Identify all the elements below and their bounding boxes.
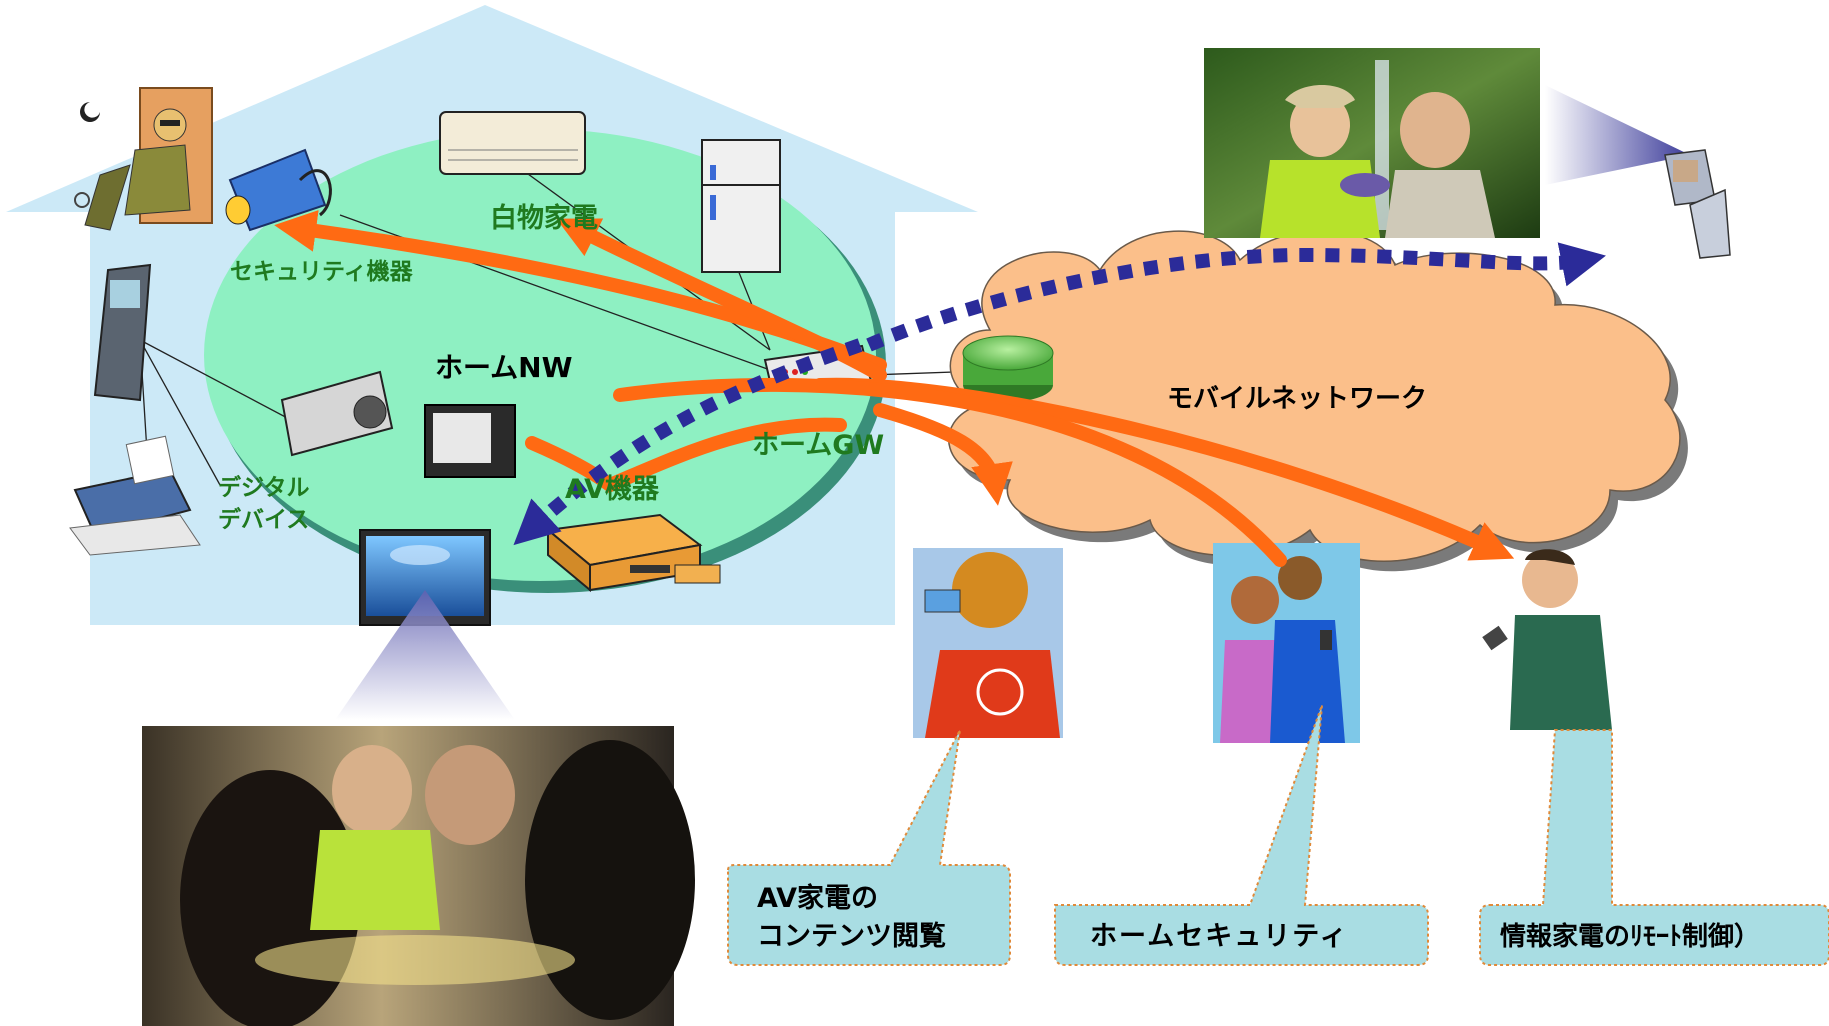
remote-control-callout: 情報家電のﾘﾓｰﾄ制御） — [1500, 922, 1761, 952]
refrigerator-icon — [701, 139, 781, 273]
callout-home-security — [1054, 704, 1429, 966]
crt-tv-icon — [424, 404, 516, 478]
person-headphones-illustration — [913, 548, 1063, 738]
mobile-phone-icon — [93, 263, 152, 402]
burglar-illustration — [74, 87, 213, 231]
man-phone-illustration — [1482, 549, 1612, 730]
home-security-callout: ホームセキュリティ — [1090, 921, 1349, 952]
digital-devices-label-2: デバイス — [218, 507, 310, 533]
security-devices-label: セキュリティ機器 — [230, 259, 413, 285]
av-content-callout-line1: AV家電の — [757, 883, 878, 914]
white-goods-label: 白物家電 — [490, 203, 598, 234]
home-gw-label: ホームGW — [752, 430, 885, 461]
photo-beam — [1545, 85, 1690, 185]
mobile-network-cloud — [948, 229, 1688, 572]
dotted-arrows — [513, 242, 1606, 546]
orange-arrows — [274, 210, 1515, 567]
tv-beam — [335, 590, 515, 720]
digital-devices-label-1: デジタル — [218, 475, 310, 501]
av-devices-label: AV機器 — [565, 474, 659, 505]
digital-camera-icon — [280, 370, 394, 457]
hiking-photo — [1204, 48, 1540, 238]
printer-icon — [69, 435, 201, 556]
security-camera-icon — [225, 148, 332, 232]
callout-av-content — [727, 729, 1011, 966]
couple-illustration — [1213, 543, 1360, 743]
living-room-photo — [142, 726, 695, 1026]
home-nw-label: ホームNW — [435, 351, 573, 384]
air-conditioner-icon — [439, 111, 586, 175]
flip-phone-icon — [1664, 149, 1731, 259]
mobile-network-label: モバイルネットワーク — [1167, 384, 1428, 414]
av-content-callout-line2: コンテンツ閲覧 — [757, 921, 946, 952]
callout-remote-control — [1479, 729, 1829, 966]
